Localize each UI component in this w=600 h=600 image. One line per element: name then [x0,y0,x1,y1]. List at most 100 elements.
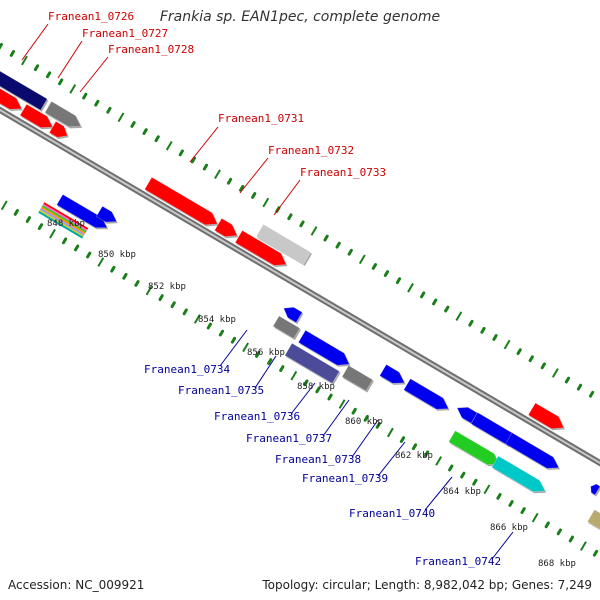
outer-scale-tick [407,282,414,293]
outer-scale-tick [299,220,305,228]
inner-scale-tick [182,308,188,316]
inner-scale-tick [122,272,128,280]
scale-label: 848 kbp [47,219,85,229]
gene-reverse-arrow [95,205,118,223]
gene-0736-arrow [341,365,374,392]
leader-line [290,382,316,415]
outer-scale-tick [588,390,595,398]
outer-scale-tick [165,140,173,151]
gene-label-franean1-0739[interactable]: Franean1_0739 [302,472,388,485]
inner-scale-tick [496,493,502,500]
gene-forward-arrow [19,103,54,128]
gene-label-franean1-0734[interactable]: Franean1_0734 [144,363,230,376]
inner-scale-tick [145,285,153,296]
genome-title: Frankia sp. EAN1pec, complete genome [159,9,441,25]
inner-scale-tick [206,322,212,330]
outer-scale-tick [154,135,160,143]
inner-scale-tick [0,200,8,211]
leader-line [491,531,514,560]
gene-label-franean1-0738[interactable]: Franean1_0738 [275,453,361,466]
gene-label-franean1-0727[interactable]: Franean1_0727 [82,27,168,40]
inner-scale-tick [363,414,369,422]
outer-scale-tick [251,192,257,199]
gene-forward-arrow [214,217,238,237]
inner-scale-tick [170,301,176,309]
leader-line [377,441,406,477]
outer-scale-tick [94,99,100,107]
inner-scale-tick [338,399,346,409]
inner-scale-tick [580,541,587,551]
gene-forward-arrow [527,402,565,430]
gene-0738-arrow [456,406,478,424]
text-labels: Franean1_0726Franean1_0727Franean1_0728F… [47,10,576,569]
inner-scale-tick [255,351,261,358]
leader-line [322,399,350,437]
gene-0742-arrow [586,509,600,530]
inner-scale-tick [592,549,599,557]
gene-0728-arrow [48,120,68,138]
inner-scale-tick [13,209,19,216]
accession-label: Accession: NC_009921 [8,578,145,592]
gene-label-franean1-0732[interactable]: Franean1_0732 [268,144,354,157]
inner-scale-tick [483,484,491,495]
inner-scale-tick [448,464,454,472]
inner-scale-tick [158,294,164,302]
inner-scale-tick [290,370,298,381]
outer-scale-tick [117,112,125,123]
gene-label-franean1-0731[interactable]: Franean1_0731 [218,112,304,125]
outer-scale-tick [480,326,486,334]
inner-scale-tick [435,456,443,466]
outer-scale-tick [130,121,136,128]
outer-scale-tick [287,213,293,221]
inner-scale-tick [508,500,514,507]
outer-scale-tick [69,84,77,94]
gene-label-franean1-0726[interactable]: Franean1_0726 [48,10,134,23]
inner-scale-tick [520,507,526,514]
gene-0735-arrow [284,342,340,384]
outer-scale-tick [383,270,390,277]
gene-label-franean1-0742[interactable]: Franean1_0742 [415,555,501,568]
gene-0734-arrow [272,315,301,339]
inner-scale-tick [315,386,321,394]
rainbow-stripe [38,211,84,239]
gene-0733-arrow [234,230,287,266]
gene-reverse-arrow [56,194,108,229]
inner-scale-tick [472,478,478,486]
scale-label: 854 kbp [198,315,236,325]
outer-scale-tick [21,55,28,66]
gene-label-franean1-0735[interactable]: Franean1_0735 [178,384,264,397]
gene-label-franean1-0733[interactable]: Franean1_0733 [300,166,386,179]
gene-label-franean1-0736[interactable]: Franean1_0736 [214,410,300,423]
gene-label-franean1-0737[interactable]: Franean1_0737 [246,432,332,445]
outer-scale-tick [347,248,353,256]
outer-scale-tick [142,128,148,135]
gene-reverse-arrow [403,378,449,410]
gene-0732-arrow [255,223,312,265]
inner-scale-tick [37,223,44,231]
rainbow-stripe [43,202,89,230]
outer-scale-tick [262,197,270,208]
rainbow-stripe [39,208,85,236]
leader-line [189,126,219,163]
gene-label-franean1-0740[interactable]: Franean1_0740 [349,507,435,520]
gene-reverse-arrow [283,306,303,323]
rainbow-stripe [40,206,86,235]
inner-scale-tick [279,365,285,373]
rainbow-stripe [41,205,87,233]
inner-scale-tick [134,280,140,287]
gene-label-franean1-0728[interactable]: Franean1_0728 [108,43,194,56]
gene-forward-arrow [0,88,23,110]
inner-scale-tick [327,393,333,401]
inner-scale-tick [25,216,31,223]
scale-label: 852 kbp [148,282,186,292]
inner-scale-tick [460,471,466,479]
outer-scale-tick [226,177,233,185]
gene-0727-arrow [44,100,82,128]
outer-scale-tick [540,362,546,370]
leader-line [21,23,49,61]
outer-scale-tick [45,71,52,79]
topology-label: Topology: circular; Length: 8,982,042 bp… [262,578,592,592]
inner-scale-tick [386,427,394,438]
